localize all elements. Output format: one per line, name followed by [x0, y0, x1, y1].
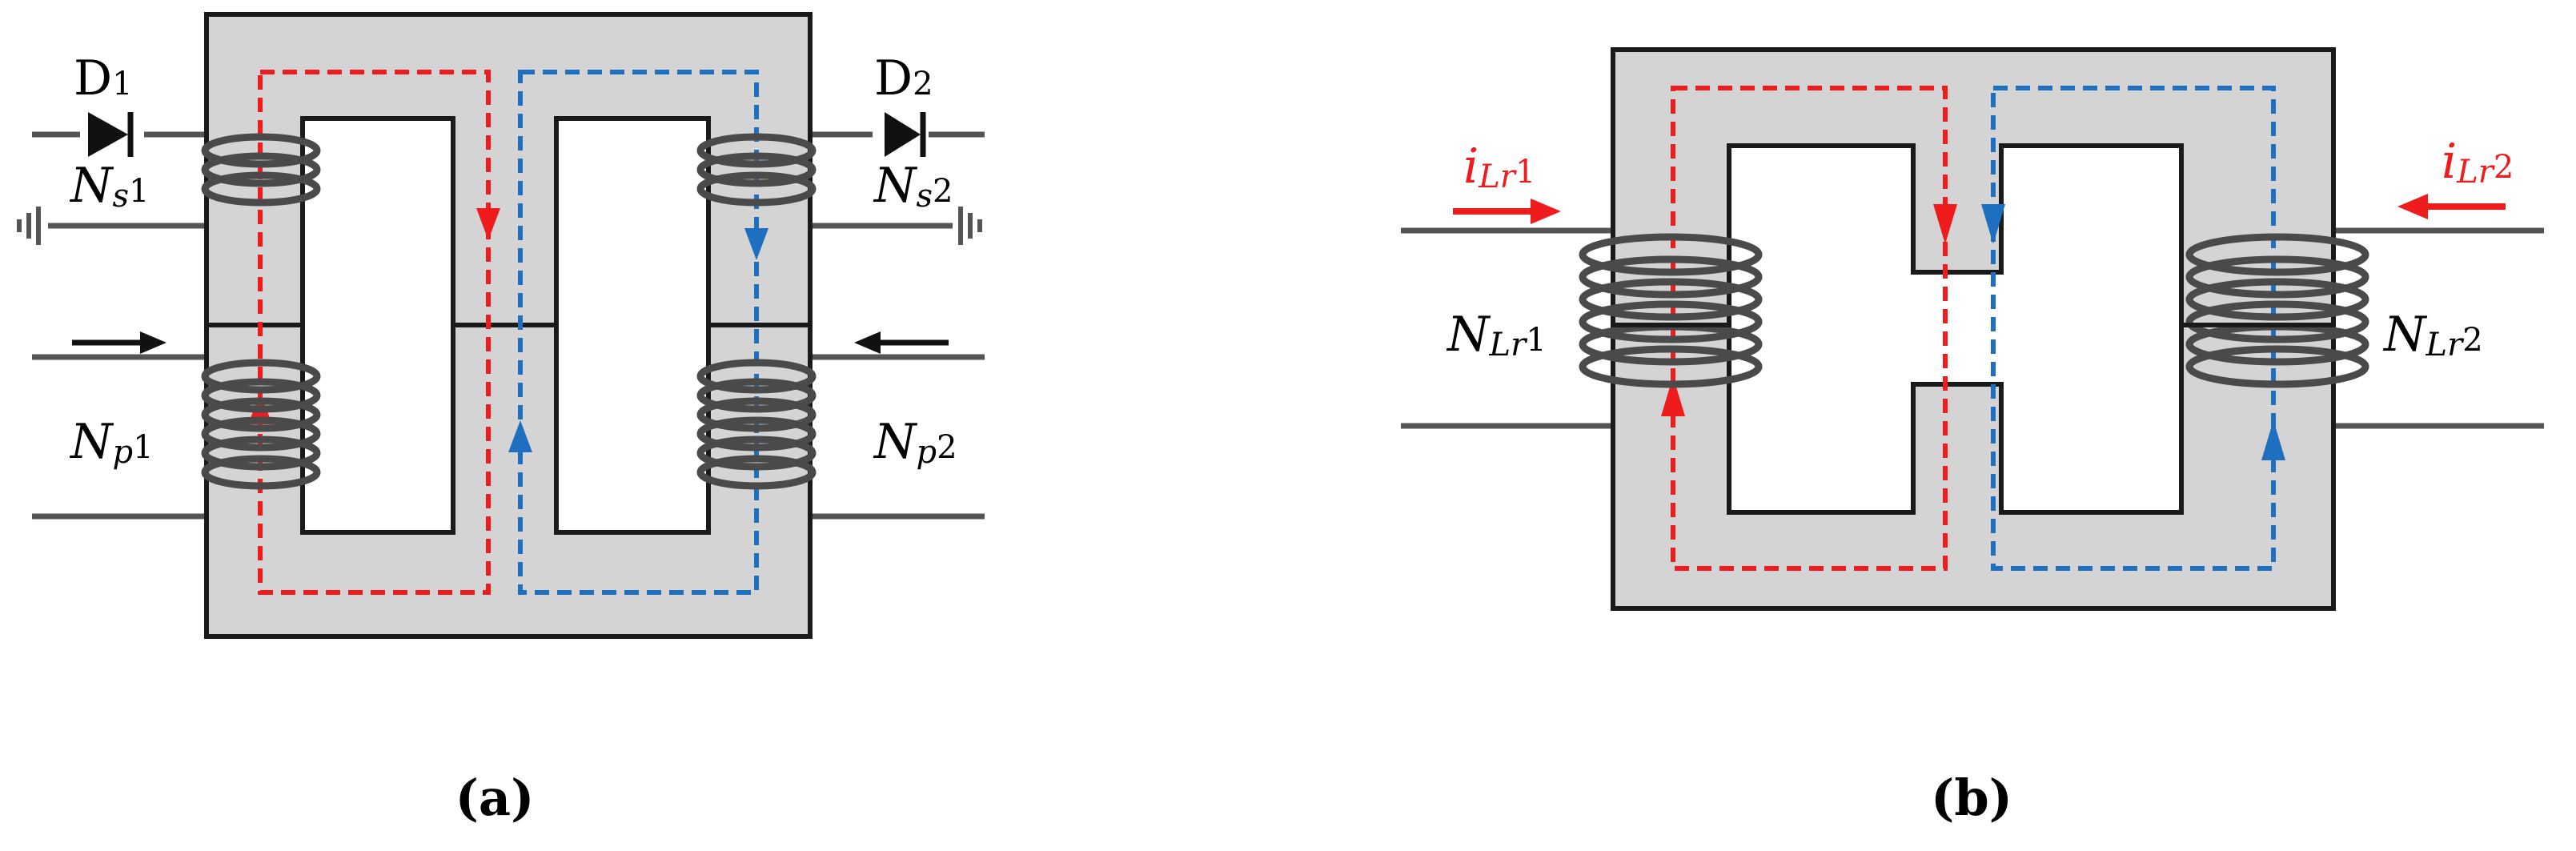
panel-a-winding-ns2 — [696, 133, 817, 207]
label-nlr2: NLr2 — [2382, 307, 2483, 363]
caption-a: (a) — [455, 769, 535, 827]
label-ilr2: iLr2 — [2442, 134, 2514, 191]
label-nlr1: NLr1 — [1446, 307, 1547, 363]
panel-a-flux-blue — [518, 70, 759, 595]
panel-b-flux-arrow-blue-down — [1981, 204, 2005, 244]
label-d2: D2 — [874, 50, 933, 106]
panel-a-flux-arrow-blue-up — [508, 420, 532, 452]
panel-a-winding-ns1 — [201, 133, 321, 207]
panel-b-flux-arrow-red-down — [1933, 204, 1957, 244]
panel-a-ground-right — [958, 207, 982, 245]
caption-b: (b) — [1931, 769, 2012, 827]
panel-b-flux-blue — [1991, 86, 2276, 571]
panel-a-flux-arrow-blue-down — [744, 228, 768, 260]
label-np1: Np1 — [69, 414, 154, 471]
panel-a-winding-np2 — [696, 359, 817, 490]
panel-a-diode-d2 — [885, 112, 926, 157]
panel-b-wires — [1401, 227, 2544, 429]
panel-a-ground-left — [17, 207, 41, 245]
panel-a: D1 D2 Ns1 Ns2 Np1 Np2 (a) — [17, 12, 985, 827]
label-ns1: Ns1 — [69, 158, 149, 215]
panel-b-winding-nlr1 — [1579, 233, 1763, 388]
panel-b-current-arrow-left — [1453, 199, 1561, 224]
panel-b: iLr1 iLr2 NLr1 NLr2 (b) — [1401, 47, 2544, 827]
panel-a-winding-np1 — [201, 359, 321, 490]
label-ilr1: iLr1 — [1463, 138, 1535, 195]
panel-a-current-arrow-left — [72, 331, 167, 354]
panel-a-diode-d1 — [88, 112, 134, 157]
label-ns2: Ns2 — [873, 158, 953, 215]
label-d1: D1 — [74, 50, 133, 106]
panel-a-current-arrow-right — [854, 331, 949, 354]
panel-b-flux-arrow-blue-up — [2261, 420, 2285, 460]
label-np2: Np2 — [873, 414, 957, 471]
panel-b-flux-arrow-red-up — [1661, 376, 1685, 416]
panel-b-core — [1611, 47, 2336, 611]
panel-b-current-arrow-right — [2397, 194, 2506, 219]
panel-b-flux-red — [1671, 86, 1948, 571]
panel-a-flux-arrow-red-down — [476, 208, 500, 240]
